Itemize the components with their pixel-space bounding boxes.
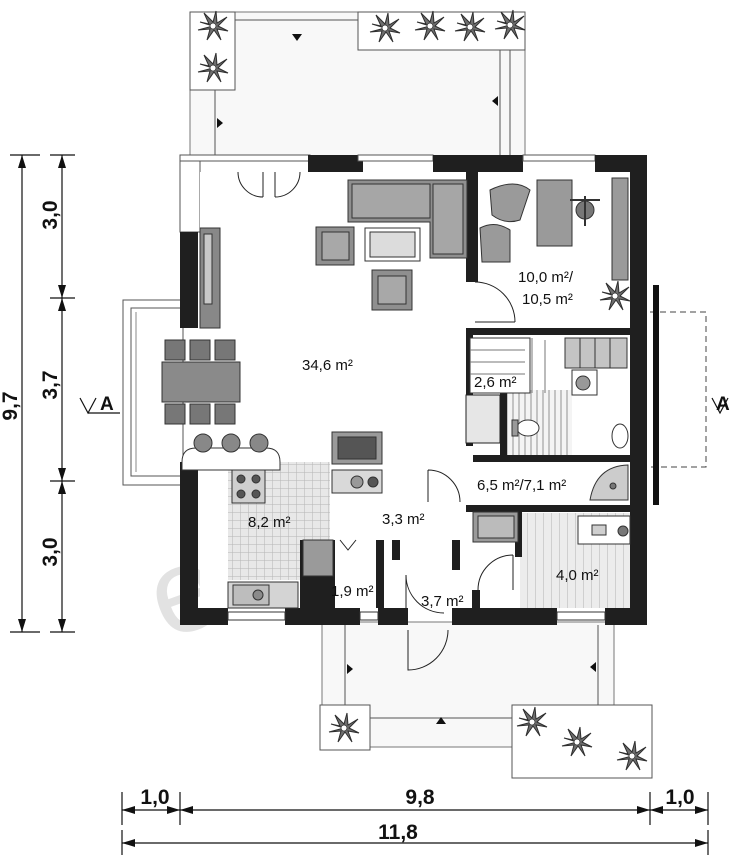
step-arrow-icon — [347, 664, 353, 674]
room-label-utility: 4,0 m² — [556, 567, 599, 584]
dimension-bottom-segment: 1,0 — [665, 786, 694, 809]
step-arrow-icon — [217, 118, 223, 128]
step-arrow-icon — [590, 662, 596, 672]
front-terrace — [319, 621, 653, 779]
dimension-total-height: 9,7 — [0, 391, 22, 420]
room-label-wc: 1,9 m² — [331, 583, 374, 600]
dimension-bottom-segment: 9,8 — [405, 786, 435, 809]
windows — [227, 611, 606, 621]
section-mark-right: A — [716, 394, 730, 415]
room-label-living: 34,6 m² — [302, 357, 353, 374]
room-label-kitchen: 8,2 m² — [248, 514, 291, 531]
room-label-office: 10,5 m² — [522, 291, 573, 308]
dimension-left-segment: 3,0 — [39, 200, 62, 229]
dimension-left-segment: 3,0 — [39, 537, 62, 566]
doors — [237, 171, 516, 671]
bottom-dimension-lines — [121, 792, 709, 855]
dimension-left-segment: 3,7 — [39, 370, 62, 399]
left-dimension-lines — [10, 154, 75, 633]
dimension-bottom-segment: 1,0 — [140, 786, 169, 809]
dimension-total-width: 11,8 — [378, 821, 418, 844]
rear-terrace — [189, 9, 526, 158]
room-label-stairs: 2,6 m² — [474, 374, 517, 391]
room-label-bath: 6,5 m²/7,1 m² — [477, 477, 566, 494]
section-marks: A A — [79, 394, 730, 415]
section-mark-left: A — [100, 394, 114, 415]
room-label-hall: 3,3 m² — [382, 511, 425, 528]
room-label-office: 10,0 m²/ — [518, 269, 574, 286]
step-arrow-icon — [436, 717, 446, 724]
room-labels: 34,6 m² 10,0 m²/ 10,5 m² 2,6 m² 6,5 m²/7… — [248, 269, 599, 610]
office-bay-window — [639, 285, 707, 505]
furniture — [161, 177, 631, 609]
step-arrow-icon — [492, 96, 498, 106]
room-label-vestibule: 3,7 m² — [421, 593, 464, 610]
step-arrow-icon — [292, 34, 302, 41]
